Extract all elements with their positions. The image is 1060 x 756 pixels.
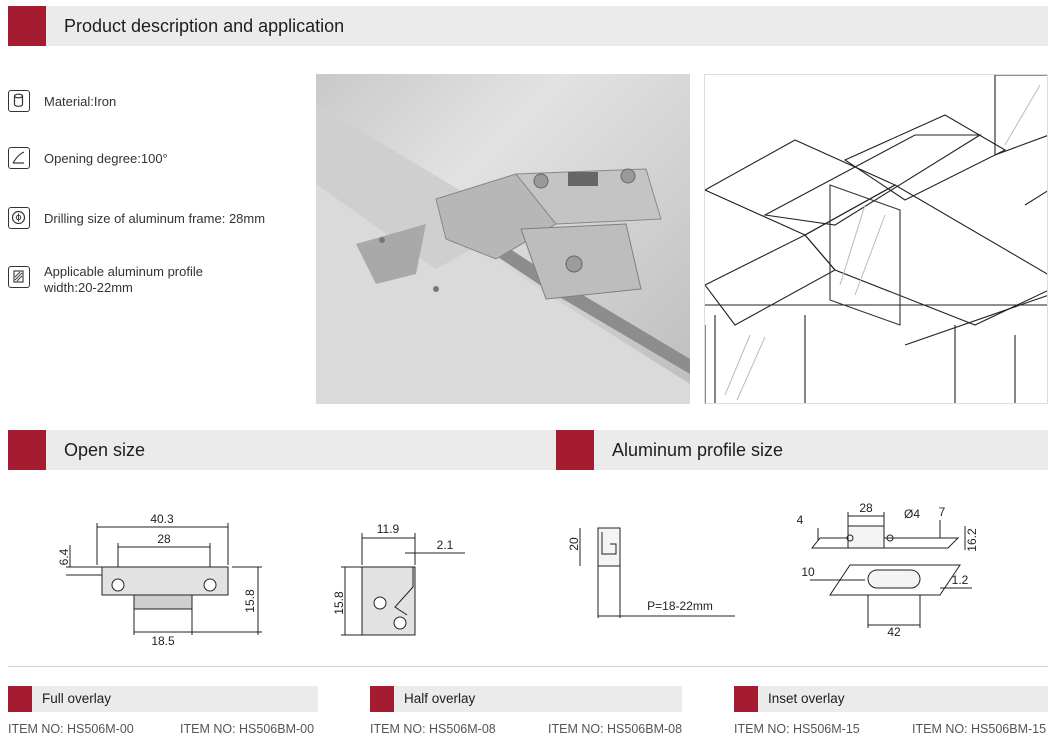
item-number: ITEM NO: HS506M-08 bbox=[370, 722, 496, 736]
dim-right: 7 bbox=[939, 505, 946, 519]
dim-height-right: 15.8 bbox=[243, 589, 257, 613]
overlay-header-inset: Inset overlay bbox=[734, 686, 1048, 712]
feature-label: Applicable aluminum profile width:20-22m… bbox=[44, 264, 203, 295]
overlay-accent bbox=[8, 686, 32, 712]
dim-length: 42 bbox=[887, 625, 901, 639]
feature-drilling: Drilling size of aluminum frame: 28mm bbox=[8, 207, 265, 229]
dim-hole: Ø4 bbox=[904, 507, 920, 521]
overlay-title: Inset overlay bbox=[768, 691, 845, 706]
dim-depth: 10 bbox=[801, 565, 815, 579]
open-size-side-drawing: 11.9 2.1 15.8 bbox=[332, 522, 465, 636]
item-number: ITEM NO: HS506M-15 bbox=[734, 722, 860, 736]
cylinder-icon bbox=[8, 90, 30, 112]
section-header-open-size: Open size bbox=[8, 430, 556, 470]
drill-icon bbox=[8, 207, 30, 229]
section-accent bbox=[556, 430, 594, 470]
profile-icon bbox=[8, 266, 30, 288]
dim-width-outer: 40.3 bbox=[150, 512, 174, 526]
feature-label: Opening degree:100° bbox=[44, 151, 168, 166]
hinge-photo bbox=[316, 74, 690, 404]
feature-label: Material:Iron bbox=[44, 94, 117, 109]
overlay-header-full: Full overlay bbox=[8, 686, 318, 712]
feature-opening-degree: Opening degree:100° bbox=[8, 147, 168, 169]
cup-hole-drawing: 28 Ø4 4 7 16.2 10 1.2 42 bbox=[797, 501, 979, 639]
dim-pitch: P=18-22mm bbox=[647, 599, 713, 613]
feature-profile-width: Applicable aluminum profile width:20-22m… bbox=[8, 264, 224, 296]
overlay-accent bbox=[370, 686, 394, 712]
section-header-profile-size: Aluminum profile size bbox=[556, 430, 1048, 470]
divider bbox=[8, 666, 1048, 667]
profile-section-drawing: 20 P=18-22mm bbox=[567, 527, 735, 618]
feature-material: Material:Iron bbox=[8, 90, 116, 112]
dim-width-inner: 28 bbox=[157, 532, 171, 546]
section-accent bbox=[8, 430, 46, 470]
item-number: ITEM NO: HS506M-00 bbox=[8, 722, 134, 736]
overlay-title: Half overlay bbox=[404, 691, 476, 706]
dim-height-left: 6.4 bbox=[57, 548, 71, 565]
dim-profile-height: 20 bbox=[567, 537, 581, 551]
section-title: Open size bbox=[64, 440, 146, 460]
section-header-product: Product description and application bbox=[8, 6, 1048, 46]
open-size-front-drawing: 40.3 28 6.4 15.8 18.5 bbox=[57, 512, 262, 648]
overlay-header-half: Half overlay bbox=[370, 686, 682, 712]
item-number: ITEM NO: HS506BM-15 bbox=[912, 722, 1047, 736]
dim-top: 11.9 bbox=[377, 522, 400, 536]
angle-icon bbox=[8, 147, 30, 169]
dim-left: 4 bbox=[797, 513, 804, 527]
section-title: Product description and application bbox=[64, 16, 345, 36]
feature-label: Drilling size of aluminum frame: 28mm bbox=[44, 211, 266, 226]
overlay-title: Full overlay bbox=[42, 691, 112, 706]
section-accent bbox=[8, 6, 46, 46]
dim-cup-width: 28 bbox=[859, 501, 873, 515]
dim-height: 15.8 bbox=[332, 591, 346, 615]
item-number: ITEM NO: HS506BM-08 bbox=[548, 722, 683, 736]
item-number: ITEM NO: HS506BM-00 bbox=[180, 722, 315, 736]
cabinet-illustration bbox=[704, 74, 1048, 404]
section-title: Aluminum profile size bbox=[612, 440, 784, 460]
overlay-accent bbox=[734, 686, 758, 712]
dim-base: 18.5 bbox=[151, 634, 175, 648]
dim-cup-height: 16.2 bbox=[965, 528, 979, 552]
dim-offset: 2.1 bbox=[437, 538, 454, 552]
dim-lip: 1.2 bbox=[952, 573, 969, 587]
